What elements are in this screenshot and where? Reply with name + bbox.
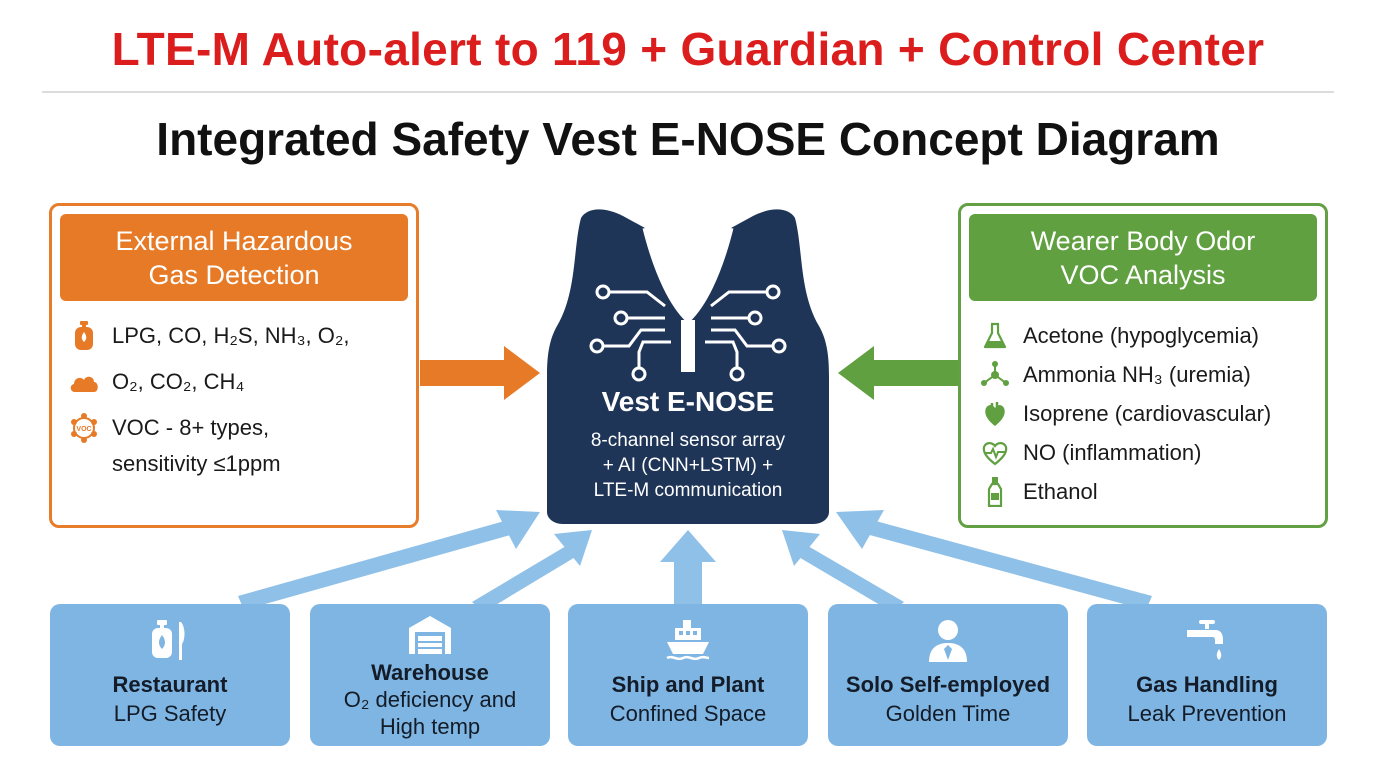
panel-title-line1: Wearer Body Odor — [1030, 225, 1256, 256]
voc-list-text: Ethanol — [1023, 478, 1098, 504]
molecule-icon — [979, 360, 1011, 390]
card-title: Solo Self-employed — [845, 672, 1051, 697]
voc-list: Acetone (hypoglycemia) Ammonia NH₃ (urem… — [979, 316, 1315, 511]
voc-list-text: Ammonia NH₃ (uremia) — [1023, 361, 1251, 387]
external-gas-panel: External Hazardous Gas Detection LPG, CO… — [49, 203, 419, 528]
list-item: O₂, CO₂, CH₄ — [68, 367, 406, 397]
list-item: LPG, CO, H₂S, NH₃, O₂, — [68, 321, 406, 351]
list-item: Ethanol — [979, 472, 1315, 511]
gas-cylinder-icon — [68, 321, 100, 351]
card-subtitle: Confined Space — [609, 701, 767, 726]
card-solo-self-employed: Solo Self-employed Golden Time — [828, 604, 1068, 746]
gas-list-text: VOC - 8+ types, — [112, 415, 270, 440]
flask-icon — [979, 321, 1011, 351]
card-title: Gas Handling — [1136, 672, 1278, 697]
warehouse-icon — [407, 614, 453, 661]
list-item: NO (inflammation) — [979, 433, 1315, 472]
card-subtitle-line2: High temp — [379, 714, 481, 739]
list-item: Ammonia NH₃ (uremia) — [979, 355, 1315, 394]
card-warehouse: Warehouse O₂ deficiency and High temp — [310, 604, 550, 746]
arrow-from-solo — [782, 530, 904, 612]
vest-description-line2: + AI (CNN+LSTM) + — [602, 455, 774, 476]
card-title: Restaurant — [112, 672, 228, 697]
panel-title-line1: External Hazardous — [115, 225, 353, 256]
left-input-arrow — [420, 346, 540, 400]
card-gas-handling: Gas Handling Leak Prevention — [1087, 604, 1327, 746]
voc-list-text: Acetone (hypoglycemia) — [1023, 322, 1260, 348]
card-restaurant: Restaurant LPG Safety — [50, 604, 290, 746]
voc-list-text: NO (inflammation) — [1023, 439, 1202, 465]
arrow-from-warehouse — [472, 530, 592, 612]
gas-list-text: LPG, CO, H₂S, NH₃, O₂, — [112, 323, 350, 348]
arrow-from-gas-handling — [836, 510, 1152, 610]
card-subtitle: O₂ deficiency and — [343, 687, 517, 712]
person-icon — [927, 618, 969, 669]
card-subtitle: Leak Prevention — [1127, 701, 1287, 726]
panel-title-line2: Gas Detection — [148, 259, 320, 290]
heart-pulse-icon — [979, 438, 1011, 468]
body-odor-panel-header: Wearer Body Odor VOC Analysis — [969, 214, 1317, 301]
alert-title: LTE-M Auto-alert to 119 + Guardian + Con… — [111, 23, 1265, 75]
right-input-arrow — [838, 346, 958, 400]
vest-title: Vest E-NOSE — [601, 386, 775, 417]
panel-title-line2: VOC Analysis — [1060, 259, 1226, 290]
vest-description-line1: 8-channel sensor array — [590, 430, 786, 451]
header-divider — [42, 91, 1334, 93]
bottle-icon — [979, 476, 1011, 507]
card-title: Warehouse — [371, 660, 489, 685]
voc-molecule-icon: VOC — [68, 413, 100, 443]
ship-icon — [665, 618, 711, 667]
list-item: VOC VOC - 8+ types, — [68, 413, 406, 443]
faucet-icon — [1185, 618, 1229, 669]
page-title: Integrated Safety Vest E-NOSE Concept Di… — [156, 113, 1220, 165]
gas-list-text: O₂, CO₂, CH₄ — [112, 369, 245, 394]
body-odor-panel: Wearer Body Odor VOC Analysis Acetone (h… — [958, 203, 1328, 528]
card-ship-plant: Ship and Plant Confined Space — [568, 604, 808, 746]
voc-list-text: Isoprene (cardiovascular) — [1023, 400, 1272, 426]
heart-icon — [979, 399, 1011, 429]
gas-cylinder-knife-icon — [148, 618, 192, 669]
arrow-from-restaurant — [238, 510, 540, 610]
card-subtitle: LPG Safety — [113, 701, 227, 726]
external-gas-panel-header: External Hazardous Gas Detection — [60, 214, 408, 301]
vest-description-line3: LTE-M communication — [593, 480, 783, 501]
gas-list: LPG, CO, H₂S, NH₃, O₂, O₂, CO₂, CH₄ VOC … — [68, 321, 406, 477]
list-item: Isoprene (cardiovascular) — [979, 394, 1315, 433]
card-subtitle: Golden Time — [885, 701, 1011, 726]
arrow-from-ship — [660, 530, 716, 606]
cloud-icon — [68, 367, 100, 397]
gas-list-text: sensitivity ≤1ppm — [112, 451, 281, 476]
voc-badge: VOC — [76, 426, 91, 433]
list-item: Acetone (hypoglycemia) — [979, 316, 1315, 355]
vest-illustration — [547, 209, 829, 524]
card-title: Ship and Plant — [611, 672, 765, 697]
